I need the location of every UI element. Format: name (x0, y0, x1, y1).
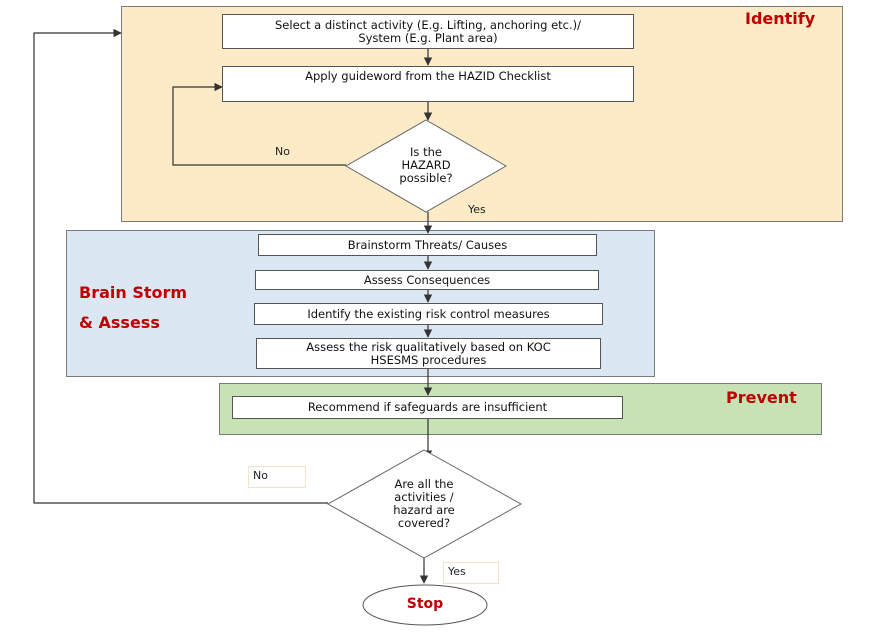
label-no-coverage: No (248, 466, 306, 488)
step-apply-guideword: Apply guideword from the HAZID Checklist (222, 66, 634, 102)
label-yes-hazard: Yes (468, 203, 486, 216)
step-identify-controls: Identify the existing risk control measu… (254, 303, 603, 325)
step-brainstorm-threats: Brainstorm Threats/ Causes (258, 234, 597, 256)
prevent-title: Prevent (726, 388, 797, 407)
step-recommend: Recommend if safeguards are insufficient (232, 396, 623, 419)
stop-terminal-shape (362, 584, 488, 626)
step-assess-consequences: Assess Consequences (255, 270, 599, 290)
decision-all-covered: Are all the activities / hazard are cove… (393, 477, 455, 530)
decision-hazard-possible-shape (344, 119, 508, 213)
step-select-activity: Select a distinct activity (E.g. Lifting… (222, 14, 634, 49)
identify-title: Identify (745, 9, 816, 28)
no-loop-coverage (33, 28, 328, 504)
assess-title: & Assess (79, 313, 160, 332)
stop-terminal: Stop (406, 596, 444, 612)
no-loop-hazard (172, 82, 346, 166)
brainstorm-title: Brain Storm (79, 283, 188, 302)
step-assess-risk: Assess the risk qualitatively based on K… (256, 338, 601, 369)
decision-hazard-possible: Is the HAZARD possible? (399, 145, 453, 185)
label-no-hazard: No (275, 145, 290, 158)
label-yes-coverage: Yes (443, 562, 499, 584)
decision-all-covered-shape (326, 449, 523, 559)
